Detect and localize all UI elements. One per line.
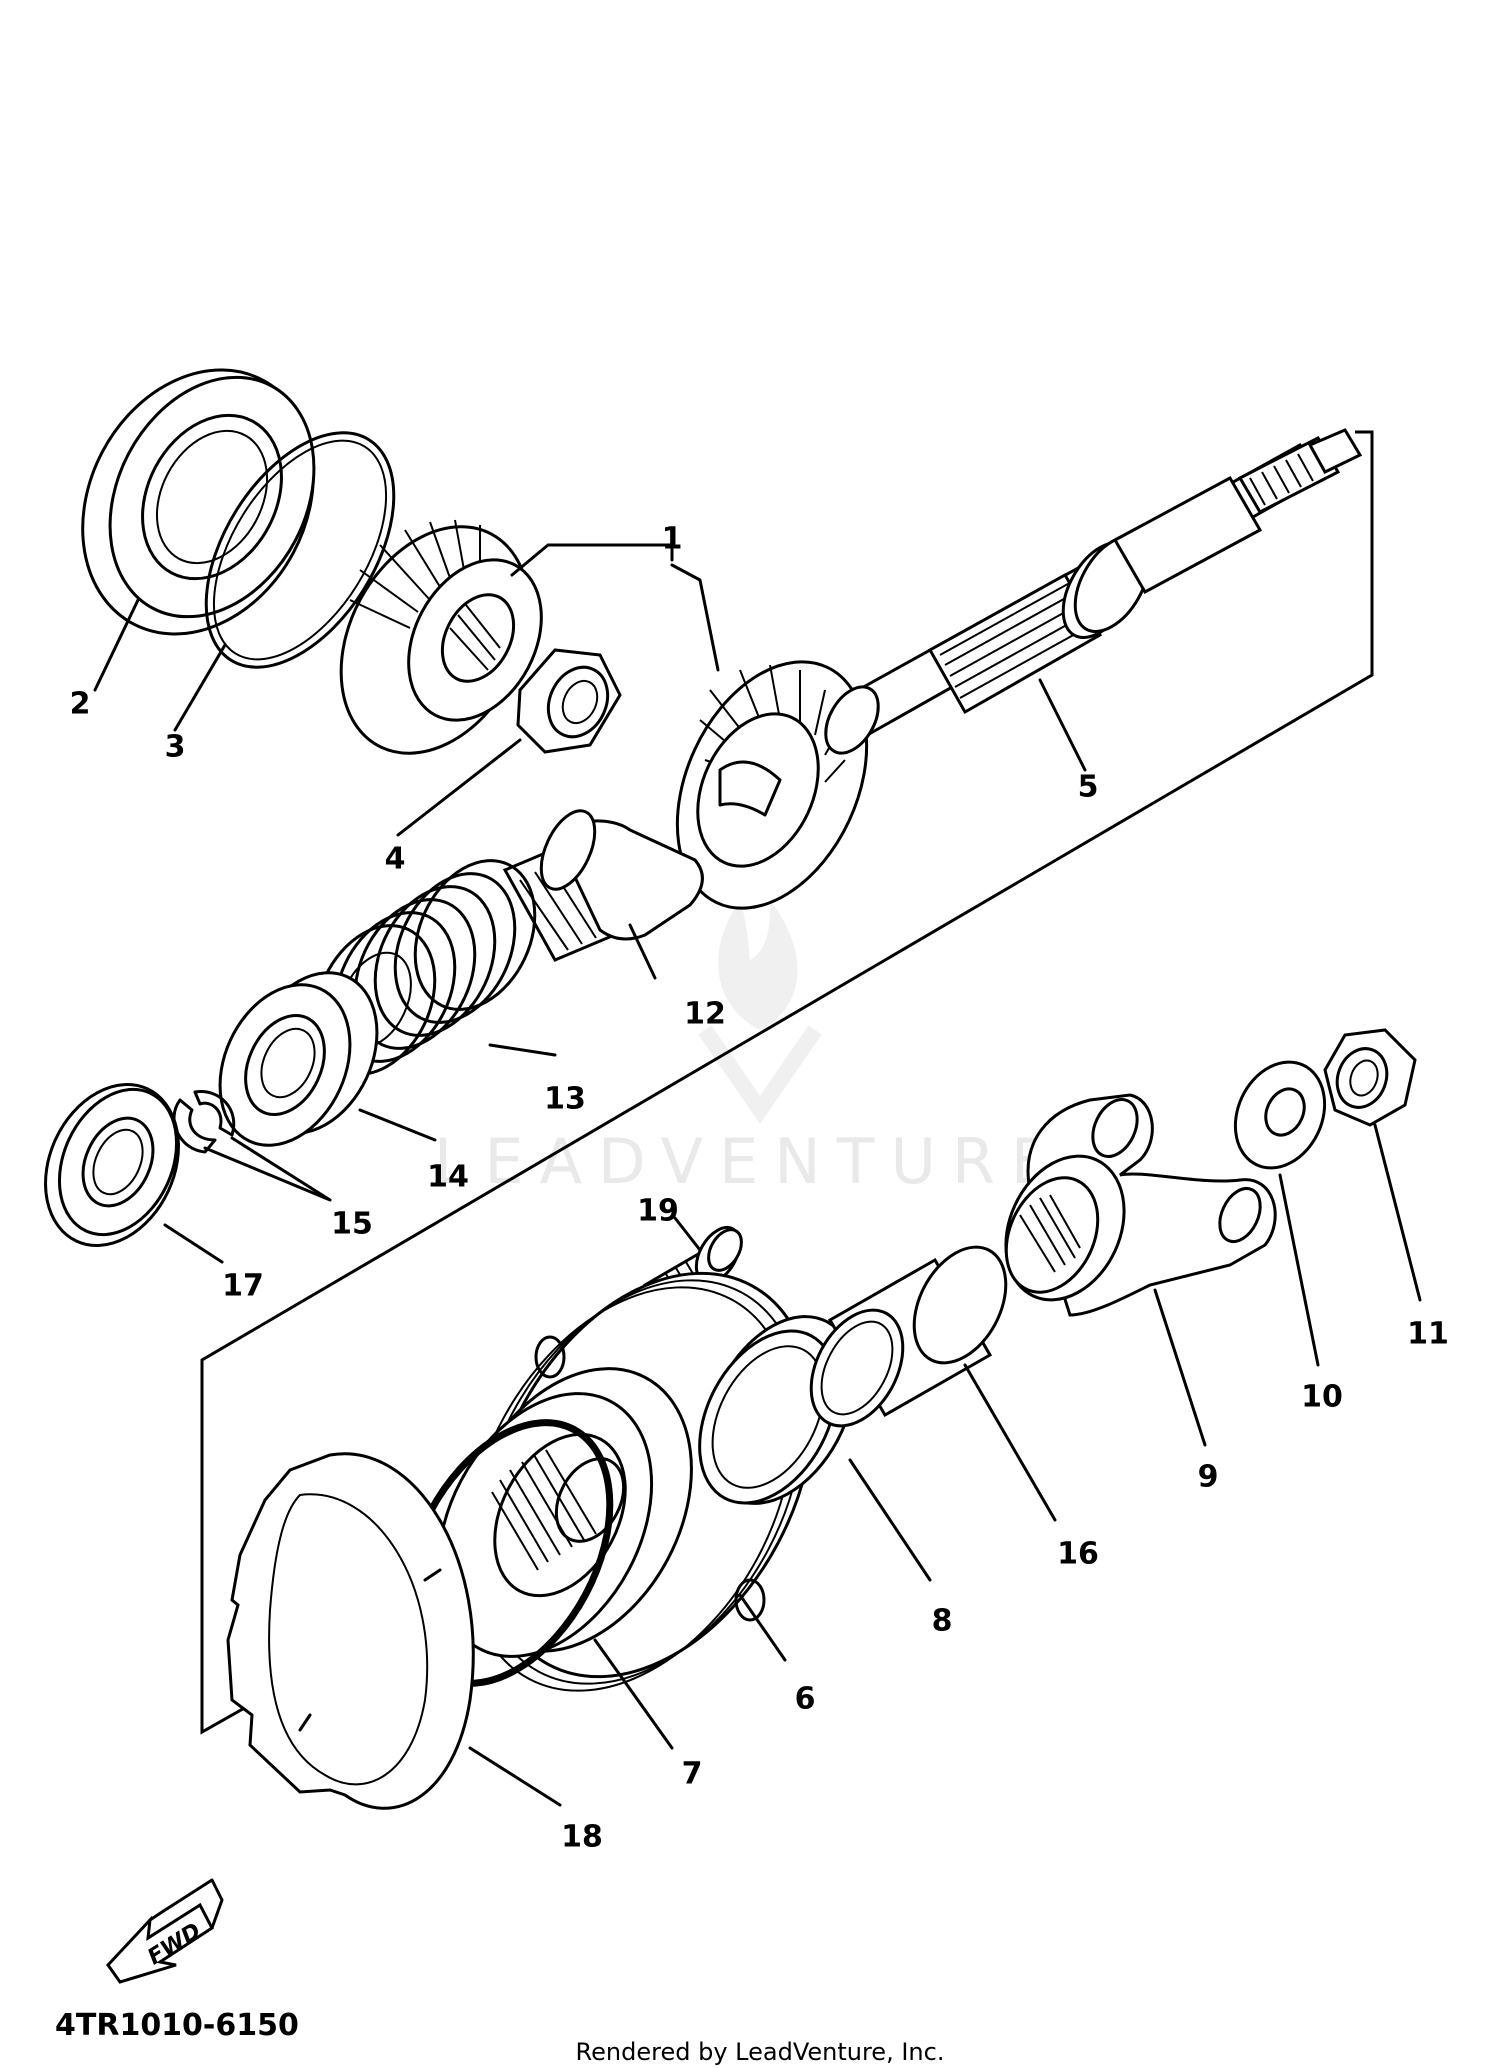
callout-1: 1 — [662, 522, 683, 557]
callout-13: 13 — [544, 1082, 586, 1117]
callout-10: 10 — [1301, 1380, 1343, 1415]
part-15-circlip — [172, 1090, 236, 1154]
fwd-arrow-icon: FWD — [106, 1878, 224, 1984]
part-4-nut — [516, 648, 622, 754]
callout-6: 6 — [795, 1682, 816, 1717]
callout-18: 18 — [561, 1820, 603, 1855]
credit-text: Rendered by LeadVenture, Inc. — [576, 2038, 945, 2066]
callout-11: 11 — [1407, 1317, 1449, 1352]
watermark-logo — [698, 900, 822, 1125]
callout-4: 4 — [385, 842, 406, 877]
callout-7: 7 — [682, 1757, 703, 1792]
callout-5: 5 — [1078, 770, 1099, 805]
callout-9: 9 — [1198, 1460, 1219, 1495]
callout-16: 16 — [1057, 1537, 1099, 1572]
callout-15: 15 — [331, 1207, 373, 1242]
part-11-nut — [1323, 1028, 1417, 1127]
part-code: 4TR1010-6150 — [55, 2008, 299, 2043]
callout-3: 3 — [165, 730, 186, 765]
part-1-bevel-gear — [339, 519, 543, 755]
assembly-bracket — [200, 430, 1374, 1735]
part-2-bearing — [81, 368, 316, 636]
part-14-collar — [218, 971, 379, 1147]
part-17-bearing — [44, 1082, 180, 1248]
part-1-bevel-gear-driven — [675, 660, 869, 910]
part-3-ring — [204, 431, 396, 669]
part-10-washer — [1233, 1060, 1327, 1170]
leader-lines — [93, 543, 1422, 1807]
callout-17: 17 — [222, 1269, 264, 1304]
callout-19: 19 — [637, 1194, 679, 1229]
part-12-collar — [502, 809, 704, 962]
callout-14: 14 — [427, 1160, 469, 1195]
callout-8: 8 — [932, 1604, 953, 1639]
callout-2: 2 — [70, 687, 91, 722]
watermark-text: LEADVENTURE — [434, 1125, 1066, 1198]
callout-labels: 1 2 3 4 5 6 7 8 9 10 11 12 13 14 15 16 1… — [70, 522, 1449, 1855]
part-9-yoke — [1004, 1093, 1277, 1317]
callout-12: 12 — [684, 997, 726, 1032]
part-18-shim — [226, 1452, 475, 1810]
part-5-shaft — [824, 428, 1363, 755]
part-16-sleeve — [809, 1245, 1008, 1428]
